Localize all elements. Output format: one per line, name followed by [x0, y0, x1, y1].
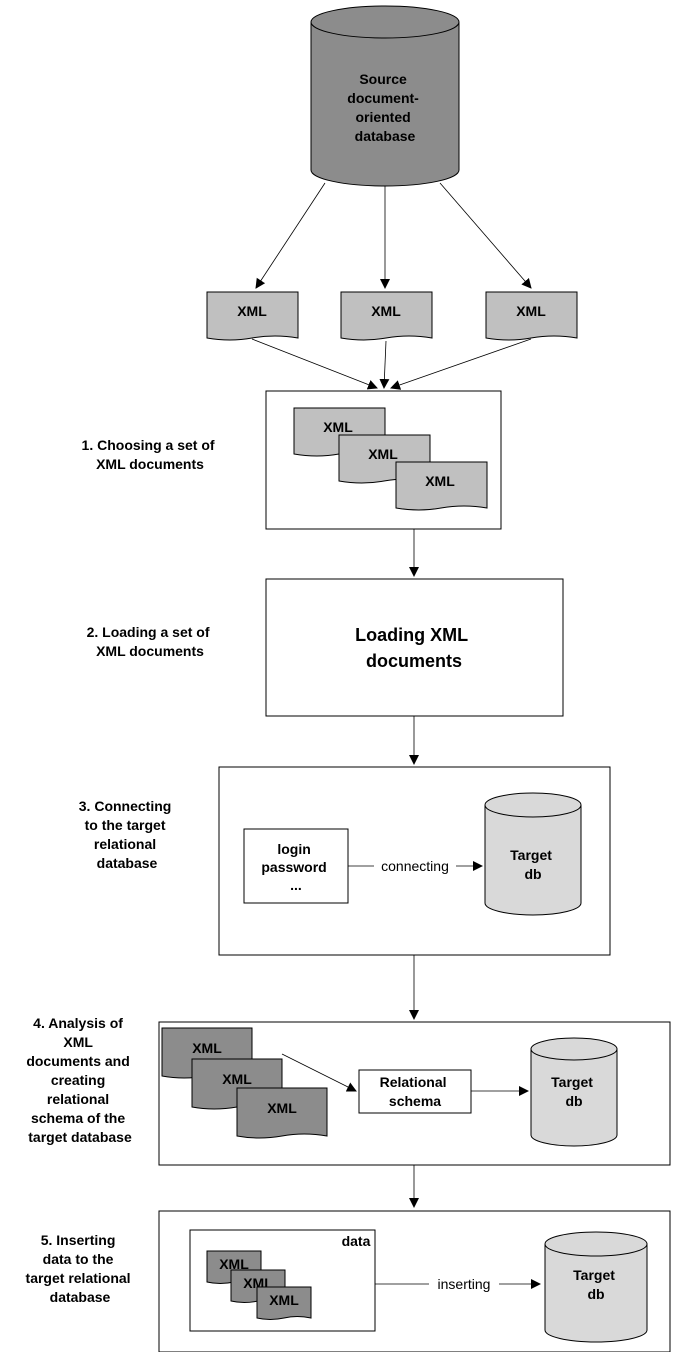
xml-label: XML [425, 473, 455, 489]
xml-to-schema-arrow [281, 1053, 357, 1092]
step-1-label: 1. Choosing a set of XML documents [82, 437, 219, 472]
xml-document: XML [485, 291, 578, 341]
target-database: Target db [530, 1037, 618, 1147]
xml-label: XML [323, 419, 353, 435]
xml-document: XML [340, 291, 433, 341]
target-database: Target db [544, 1231, 648, 1343]
inserting-label: inserting [438, 1276, 491, 1292]
xml-document: XML [206, 291, 299, 341]
step-3-label: 3. Connecting to the target relational d… [79, 798, 175, 871]
connecting-label: connecting [381, 858, 449, 874]
xml-to-step1-arrows [251, 338, 532, 390]
xml-document: XML [236, 1087, 328, 1139]
xml-label: XML [516, 303, 546, 319]
xml-label: XML [269, 1292, 299, 1308]
step-2-label: 2. Loading a set of XML documents [87, 624, 214, 659]
source-database: Source document- oriented database [310, 5, 460, 187]
xml-label: XML [371, 303, 401, 319]
credentials-box [243, 828, 349, 904]
step-4-label: 4. Analysis of XML documents and creatin… [26, 1015, 133, 1145]
credentials-label: login password ... [261, 841, 330, 893]
source-db-line: Source [359, 71, 407, 87]
xml-label: XML [222, 1071, 252, 1087]
target-db-label: Target db [551, 1074, 597, 1109]
xml-document: XML [256, 1286, 312, 1320]
xml-label: XML [219, 1256, 249, 1272]
loading-box-label: Loading XML documents [355, 625, 473, 671]
db-to-xml-arrows [255, 182, 532, 289]
source-database-label: Source document- oriented database [347, 71, 422, 144]
data-label: data [342, 1233, 371, 1249]
step-2-box [265, 578, 564, 717]
source-db-line: document- [347, 90, 419, 106]
xml-label: XML [368, 446, 398, 462]
step-5-label: 5. Inserting data to the target relation… [26, 1232, 135, 1305]
xml-label: XML [192, 1040, 222, 1056]
target-db-label: Target db [510, 847, 556, 882]
source-db-line: oriented [355, 109, 410, 125]
target-database: Target db [484, 792, 582, 916]
xml-label: XML [237, 303, 267, 319]
relational-schema-box [358, 1069, 472, 1114]
relational-schema-label: Relational schema [380, 1074, 451, 1109]
source-db-line: database [355, 128, 416, 144]
xml-label: XML [267, 1100, 297, 1116]
xml-document: XML [395, 461, 488, 511]
target-db-label: Target db [573, 1267, 619, 1302]
